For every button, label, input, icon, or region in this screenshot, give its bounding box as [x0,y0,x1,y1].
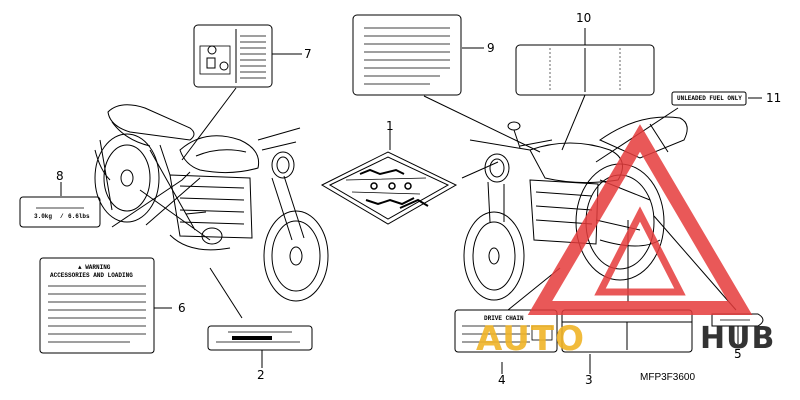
label-1-diamond-plate [320,151,458,225]
watermark-logo [527,124,753,315]
callout-5: 5 [734,347,742,361]
diagram-code: MFP3F3600 [640,372,696,383]
warning-title-text: ▲ WARNING [78,264,111,271]
weight-left-text: 3.0kg [34,213,53,220]
label-4-drive-chain-plate [454,309,558,353]
label-11-fuel-plate [671,91,747,106]
callout-3: 3 [585,373,593,387]
callout-2: 2 [257,368,265,382]
label-9-info-panel [352,14,462,96]
label-6-warning-plate [39,257,155,354]
callout-8: 8 [56,169,64,183]
weight-right-text: 6.6lbs [68,213,90,220]
unleaded-fuel-text: UNLEADED FUEL ONLY [677,95,742,102]
label-7-safety-chart [193,24,273,88]
weight-sep-text: / [60,213,64,220]
callout-9: 9 [487,41,495,55]
watermark-brand-left: AUTO [476,319,585,359]
callout-11: 11 [766,91,782,105]
label-5-tag [711,313,764,327]
warning-subtitle-text: ACCESSORIES AND LOADING [50,272,133,279]
callout-4: 4 [498,373,506,387]
leader-lines [60,28,762,374]
motorcycle-right [463,116,688,301]
callout-1: 1 [386,119,394,133]
watermark-brand-right: HUB [700,321,776,356]
label-10-tire-panel [515,44,655,96]
label-8-weight-plate [19,196,101,228]
label-2-strip-plate [207,325,313,351]
callout-6: 6 [178,301,186,315]
callout-10: 10 [576,11,592,25]
drive-chain-text: DRIVE CHAIN [484,315,524,322]
motorcycle-left [94,104,329,302]
callout-7: 7 [304,47,312,61]
